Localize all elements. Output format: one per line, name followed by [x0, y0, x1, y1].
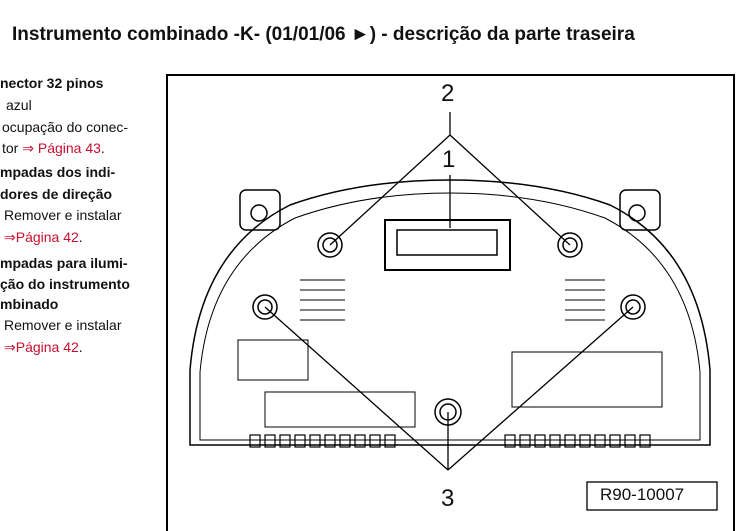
item-heading: nector 32 pinos: [0, 75, 104, 91]
text: Remover e instalar: [4, 207, 122, 223]
leader-lines: [264, 112, 634, 471]
bulb-socket: [317, 232, 343, 258]
reference-box: [586, 481, 718, 511]
text: ⇒Página 42.: [4, 338, 83, 356]
callout-1: 1: [442, 146, 456, 174]
item-heading: ção do instrumento: [0, 276, 130, 292]
page-title: Instrumento combinado -K- (01/01/06 ►) -…: [12, 24, 635, 45]
text: ocupação do conec-: [2, 119, 129, 135]
text: .: [100, 140, 105, 156]
text: tor: [2, 140, 23, 156]
bulb-socket: [252, 294, 278, 320]
link-page-42[interactable]: ⇒Página 42: [4, 339, 79, 355]
text: azul: [6, 97, 32, 113]
pin-row: [249, 434, 651, 448]
arrow-icon: ⇒: [22, 140, 34, 156]
bulb-socket: [620, 294, 646, 320]
text: Remover e instalar: [4, 317, 122, 333]
item-heading: mpadas dos indi-: [0, 164, 116, 180]
text: .: [78, 229, 83, 245]
link-page-42[interactable]: ⇒Página 42: [4, 229, 79, 245]
figure-reference: R90-10007: [600, 485, 685, 504]
link-label: Página 43: [37, 140, 101, 156]
link-label: Página 42: [15, 229, 79, 245]
arrow-icon: ⇒: [4, 339, 16, 355]
link-page-43[interactable]: ⇒ Página 43: [22, 140, 101, 156]
text: .: [78, 339, 83, 355]
connector-32-pin: [384, 219, 511, 271]
callout-3: 3: [441, 485, 455, 512]
text: tor ⇒ Página 43.: [2, 139, 105, 157]
item-heading: mbinado: [0, 296, 59, 312]
item-heading: mpadas para ilumi-: [0, 255, 128, 271]
arrow-icon: ⇒: [4, 229, 16, 245]
callout-2: 2: [441, 80, 455, 107]
item-heading: dores de direção: [0, 186, 113, 202]
link-label: Página 42: [15, 339, 79, 355]
figure-frame: [166, 74, 735, 531]
text: ⇒Página 42.: [4, 228, 83, 246]
bulb-socket: [557, 232, 583, 258]
